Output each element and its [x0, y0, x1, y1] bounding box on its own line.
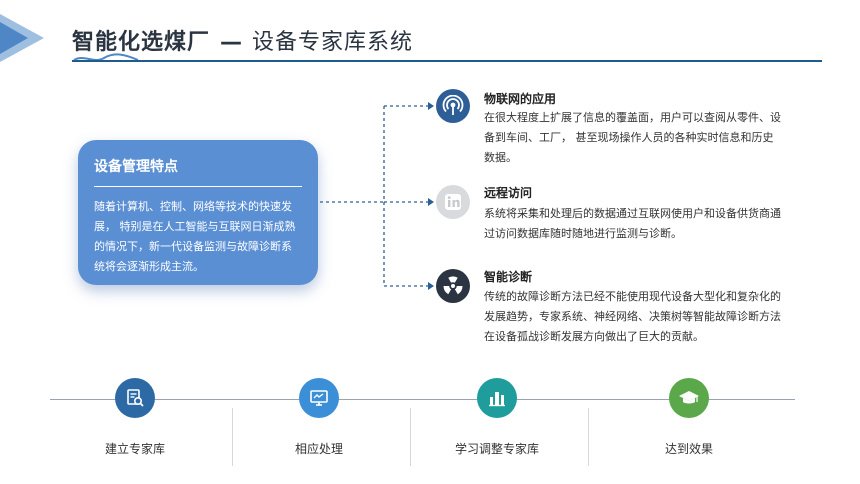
title-swoosh-decoration — [73, 53, 139, 61]
title-underline — [72, 60, 822, 62]
step-adjust-library: 学习调整专家库 — [422, 378, 572, 457]
step-achieve-effect: 达到效果 — [614, 378, 764, 457]
feature-card: 设备管理特点 随着计算机、控制、网络等技术的快速发展， 特别是在人工智能与互联网… — [78, 140, 318, 285]
step-build-library: 建立专家库 — [60, 378, 210, 457]
node-title-remote: 远程访问 — [484, 186, 533, 200]
step-divider — [588, 408, 589, 466]
monitor-icon — [299, 378, 339, 418]
step-label: 建立专家库 — [104, 442, 165, 456]
step-divider — [232, 408, 233, 466]
document-search-icon — [115, 378, 155, 418]
node-text-remote: 系统将采集和处理后的数据通过互联网使用户和设备供货商通过访问数据库随时随地进行监… — [484, 207, 781, 240]
feature-title: 设备管理特点 — [94, 159, 178, 175]
graduation-cap-icon — [669, 378, 709, 418]
feature-text: 随着计算机、控制、网络等技术的快速发展， 特别是在人工智能与互联网日渐成熟的情况… — [94, 200, 296, 273]
radiation-icon — [436, 269, 470, 303]
node-title-iot: 物联网的应用 — [484, 92, 557, 106]
corner-arrow-decoration — [0, 14, 44, 62]
step-divider — [410, 408, 411, 466]
step-label: 相应处理 — [294, 442, 343, 456]
title-dash: — — [220, 30, 243, 55]
step-label: 学习调整专家库 — [454, 442, 539, 456]
step-label: 达到效果 — [664, 442, 713, 456]
node-text-diagnosis: 传统的故障诊断方法已经不能使用现代设备大型化和复杂化的发展趋势，专家系统、神经网… — [484, 290, 781, 343]
title-sub: 设备专家库系统 — [252, 30, 414, 55]
timeline-line — [50, 399, 795, 400]
linkedin-icon — [436, 185, 470, 219]
page-title: 智能化选煤厂 — 设备专家库系统 — [72, 24, 413, 56]
node-text-iot: 在很大程度上扩展了信息的覆盖面，用户可以查阅从零件、设备到车间、工厂， 甚至现场… — [484, 111, 781, 164]
building-chart-icon — [477, 378, 517, 418]
title-main: 智能化选煤厂 — [72, 30, 211, 55]
step-response: 相应处理 — [244, 378, 394, 457]
feature-divider — [94, 186, 302, 187]
node-title-diagnosis: 智能诊断 — [484, 270, 533, 284]
signal-icon — [436, 89, 470, 123]
